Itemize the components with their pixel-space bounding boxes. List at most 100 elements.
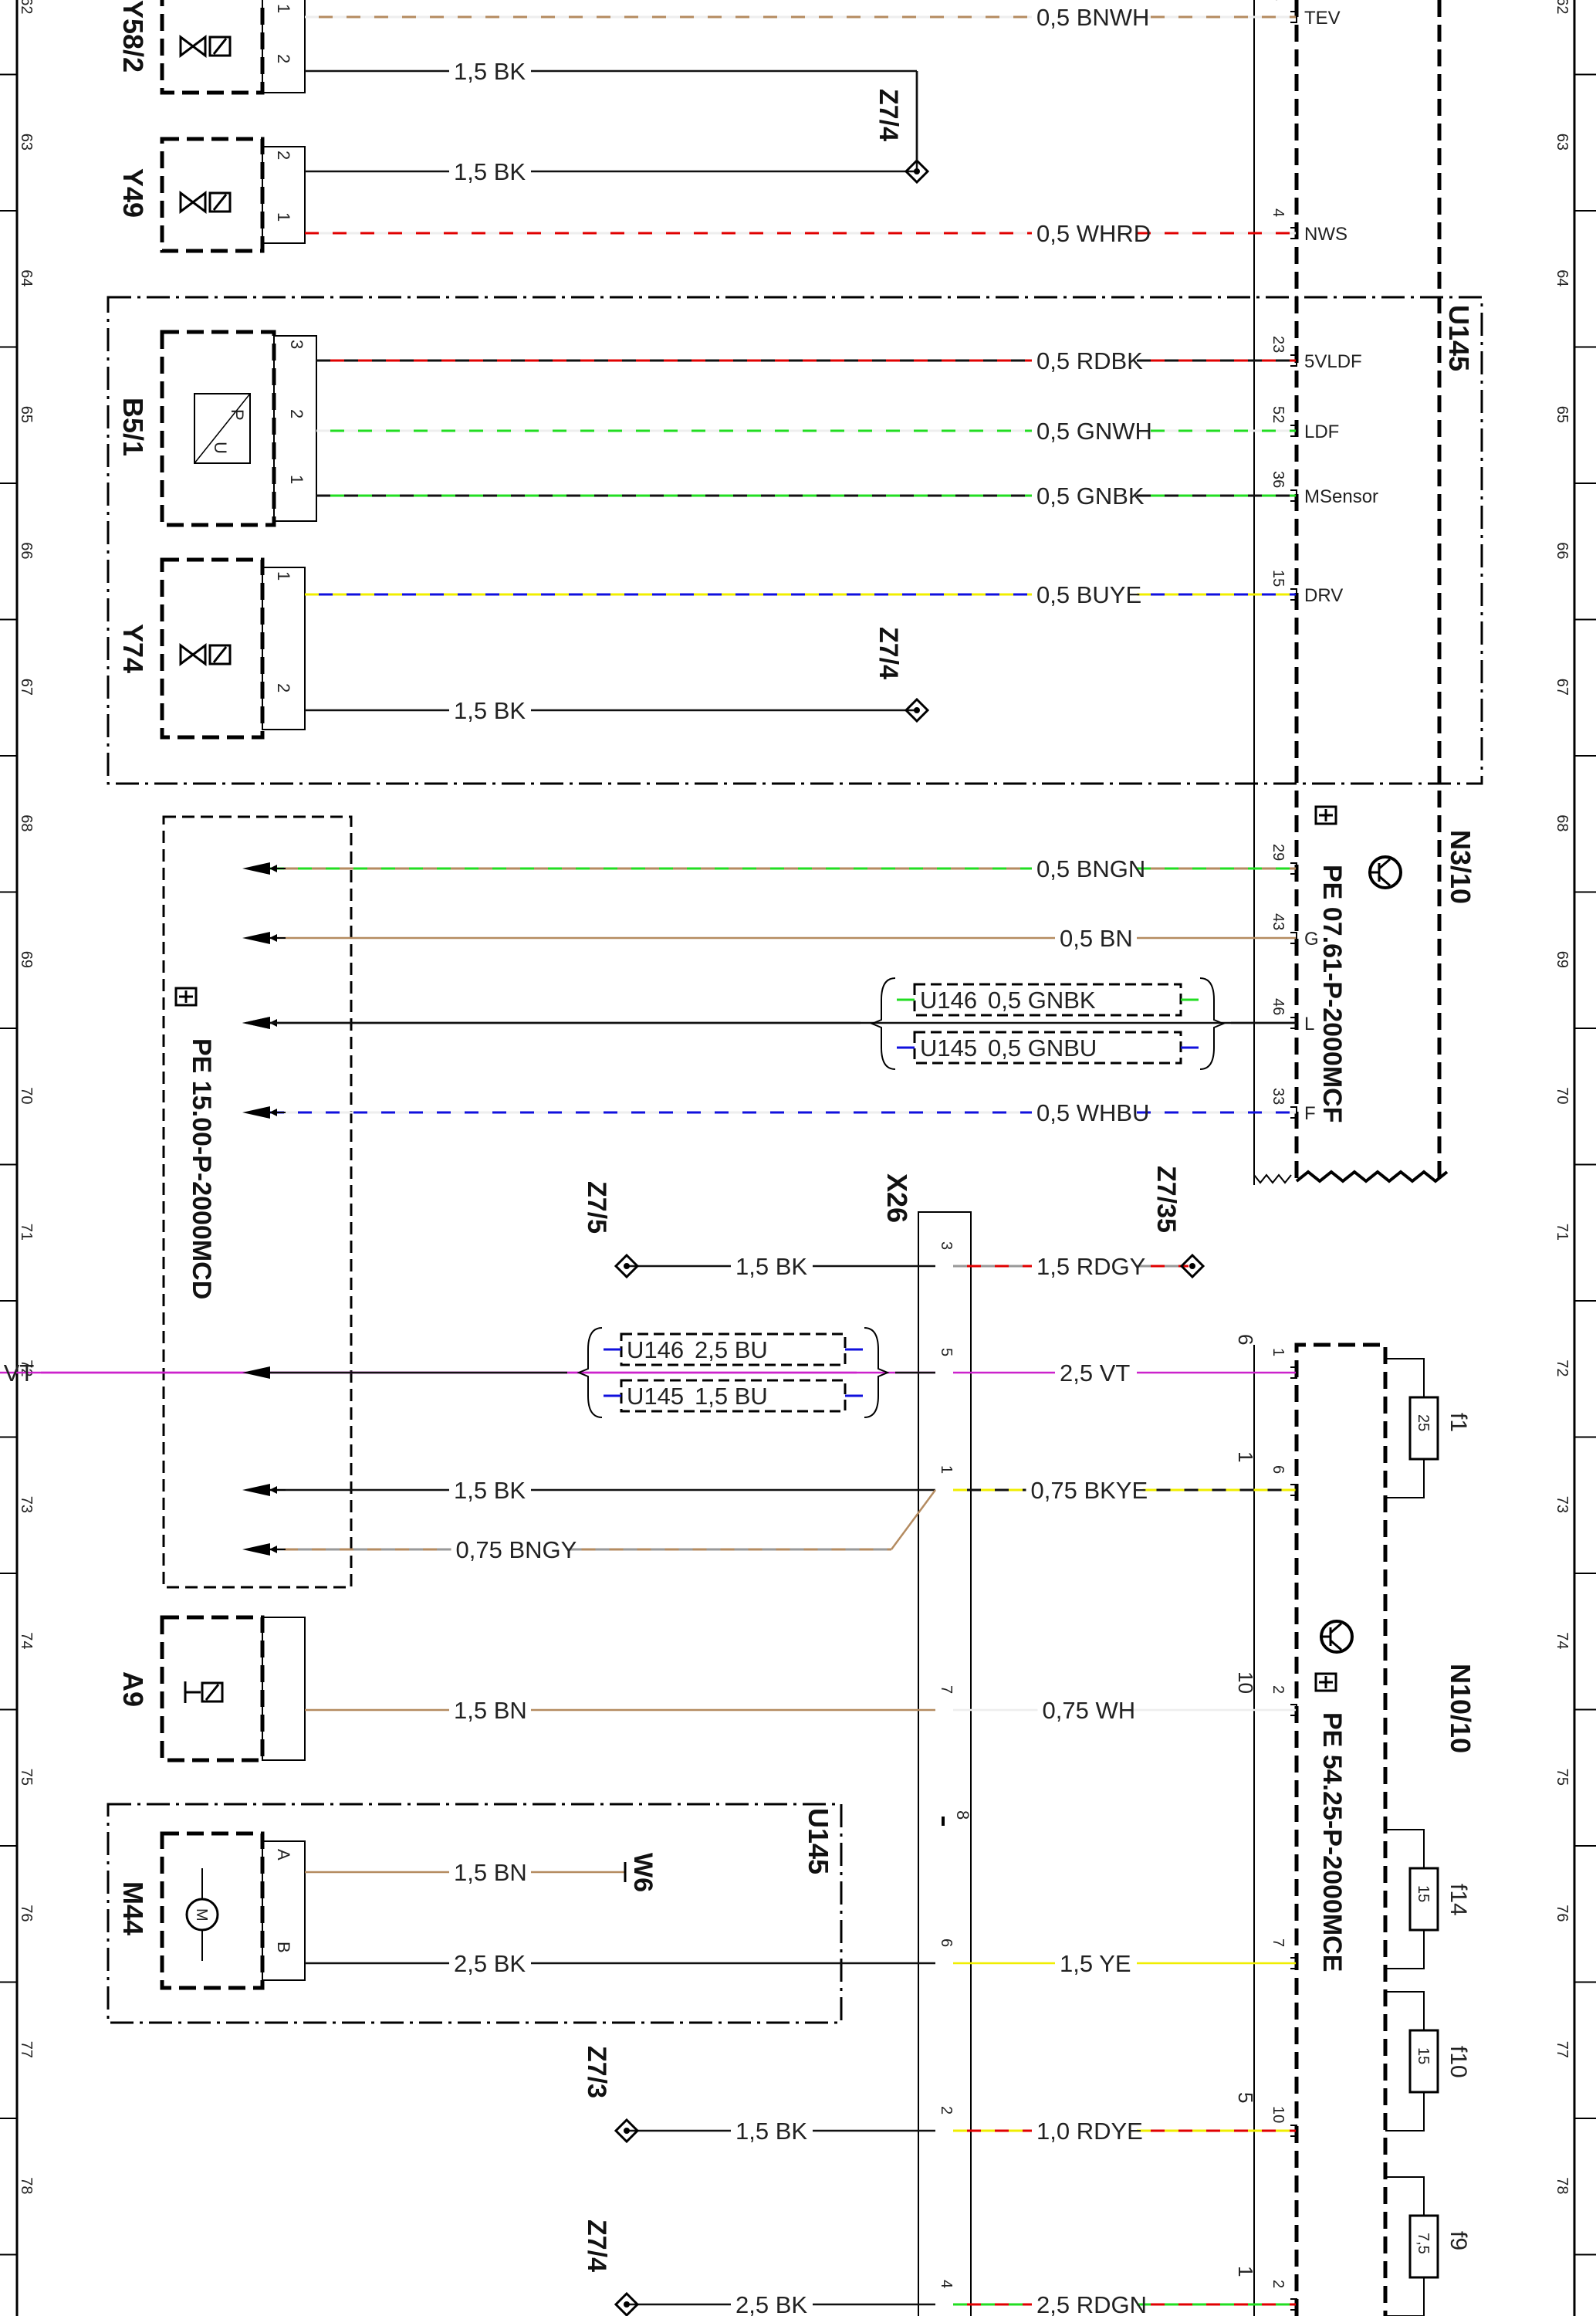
- ground-symbol: Z7/4: [874, 627, 930, 723]
- ruler-number: 65: [1554, 406, 1571, 423]
- wire-label: 0,5 BUYE: [1036, 581, 1141, 608]
- pin-number: 29: [1270, 844, 1287, 861]
- wire-label: 1,5 BK: [454, 1477, 526, 1504]
- variant-wire: 1,5 BU: [695, 1383, 768, 1410]
- pin-number: 3: [938, 1241, 955, 1250]
- wire-2: 1,5 BK: [305, 158, 917, 185]
- fuse-rating: 7,5: [1415, 2233, 1432, 2254]
- pin-number: 2: [1270, 2280, 1287, 2288]
- pin-b51-1: 1: [287, 475, 306, 484]
- pin-number: 1: [1234, 1451, 1257, 1462]
- sensor-pressure-p: P: [228, 409, 247, 421]
- pin-number: 3: [1270, 0, 1287, 1]
- ruler-number: 69: [18, 951, 35, 968]
- wire-label: 1,5 YE: [1060, 1950, 1131, 1977]
- signal-name: DRV: [1304, 585, 1343, 606]
- wire-22: 2,5 BK 6: [305, 1938, 955, 1977]
- ruler-number: 77: [1554, 2041, 1571, 2058]
- motor-icon: M: [185, 1868, 219, 1961]
- wire-1: 1,5 BK: [305, 58, 917, 85]
- signal-name: 5VLDF: [1304, 351, 1362, 372]
- motor-letter: M: [193, 1908, 210, 1922]
- wire-label: 0,5 GNWH: [1036, 418, 1152, 445]
- wire-21: 1,5 BN: [305, 1859, 625, 1886]
- wire-24: 1,5 BK2: [629, 2106, 955, 2145]
- ground-symbol: Z7/4: [582, 2220, 640, 2316]
- wire-label: 0,5 RDBK: [1036, 347, 1143, 374]
- fuse-name: f10: [1446, 2046, 1471, 2078]
- wire-26: 2,5 BK4: [629, 2280, 955, 2316]
- m44-label: M44: [117, 1881, 149, 1935]
- variant-wire: 0,5 GNBK: [988, 987, 1096, 1014]
- variant-wire: 2,5 BU: [695, 1336, 768, 1363]
- wire-label: 2,5 VT: [1060, 1359, 1130, 1387]
- ground-label: Z7/3: [582, 2046, 611, 2098]
- ruler-number: 71: [18, 1224, 35, 1241]
- pin-y58-1: 1: [274, 4, 293, 13]
- x26-label: X26: [881, 1173, 913, 1223]
- ruler-number: 68: [1554, 814, 1571, 831]
- ruler-number: 64: [1554, 269, 1571, 286]
- wire-label: 2,5 VT: [0, 1359, 34, 1387]
- y74-label: Y74: [117, 624, 149, 673]
- ruler-number: 67: [18, 679, 35, 696]
- wire-label: 1,5 BK: [454, 697, 526, 724]
- wire-label: 1,5 RDGY: [1036, 1253, 1145, 1280]
- component-y49: Y49 2 1: [117, 137, 306, 253]
- ruler-number: 75: [1554, 1769, 1571, 1786]
- variant-wire: 0,5 GNBU: [988, 1034, 1097, 1062]
- variant-label: U146: [627, 1336, 684, 1363]
- wire-18: 0,75 BNGY: [242, 1536, 891, 1563]
- pin-number: 10: [1234, 1671, 1257, 1694]
- wire-23: 1,5 YE7: [953, 1938, 1297, 1977]
- pin-number: 6: [938, 1938, 955, 1947]
- valve-icon: [179, 191, 232, 214]
- wire-label: 1,5 BN: [454, 1859, 527, 1886]
- transistor-icon: [1368, 855, 1402, 889]
- component-y74: Y74 1 2: [117, 557, 306, 740]
- transistor-icon: [1320, 1620, 1354, 1654]
- wire-label: 2,5 BK: [454, 1950, 526, 1977]
- ground-symbol: Z7/5: [582, 1181, 640, 1279]
- ruler-number: 78: [1554, 2177, 1571, 2194]
- ground-label: Z7/4: [874, 89, 903, 141]
- ground-symbol: Z7/3: [582, 2046, 640, 2144]
- ruler-number: 66: [1554, 542, 1571, 559]
- ground-label: Z7/5: [582, 1181, 611, 1234]
- pin-b51-3: 3: [287, 340, 306, 349]
- fuse-rating: 15: [1415, 1885, 1432, 1902]
- wire-15: 2,5 VT5: [0, 1348, 955, 1387]
- pin-number: 6: [1234, 1334, 1257, 1345]
- u145-motor-label: U145: [803, 1808, 834, 1874]
- wire-8: 1,5 BK: [305, 697, 917, 724]
- wire-label: 0,5 BN: [1060, 925, 1133, 952]
- ruler-number: 65: [18, 406, 35, 423]
- wire-label: 0,5 WHBU: [1036, 1099, 1149, 1126]
- pin-y74-1: 1: [274, 571, 293, 581]
- wire-13: 1,5 BK3: [629, 1241, 955, 1280]
- hand-icon: [174, 987, 198, 1007]
- wire-19: 1,5 BN7: [305, 1685, 955, 1724]
- ground-label: Z7/4: [582, 2220, 611, 2272]
- wire-label: 1,0 RDYE: [1036, 2118, 1143, 2145]
- wire-label: 0,75 WH: [1043, 1697, 1136, 1724]
- connector-x26: X26 8: [881, 1173, 972, 2316]
- ruler-number: 63: [18, 134, 35, 151]
- wire-label: 2,5 BK: [735, 2291, 807, 2316]
- u145-top-label: U145: [1443, 305, 1475, 371]
- ruler-number: 72: [1554, 1359, 1571, 1376]
- ruler-number: 78: [18, 2177, 35, 2194]
